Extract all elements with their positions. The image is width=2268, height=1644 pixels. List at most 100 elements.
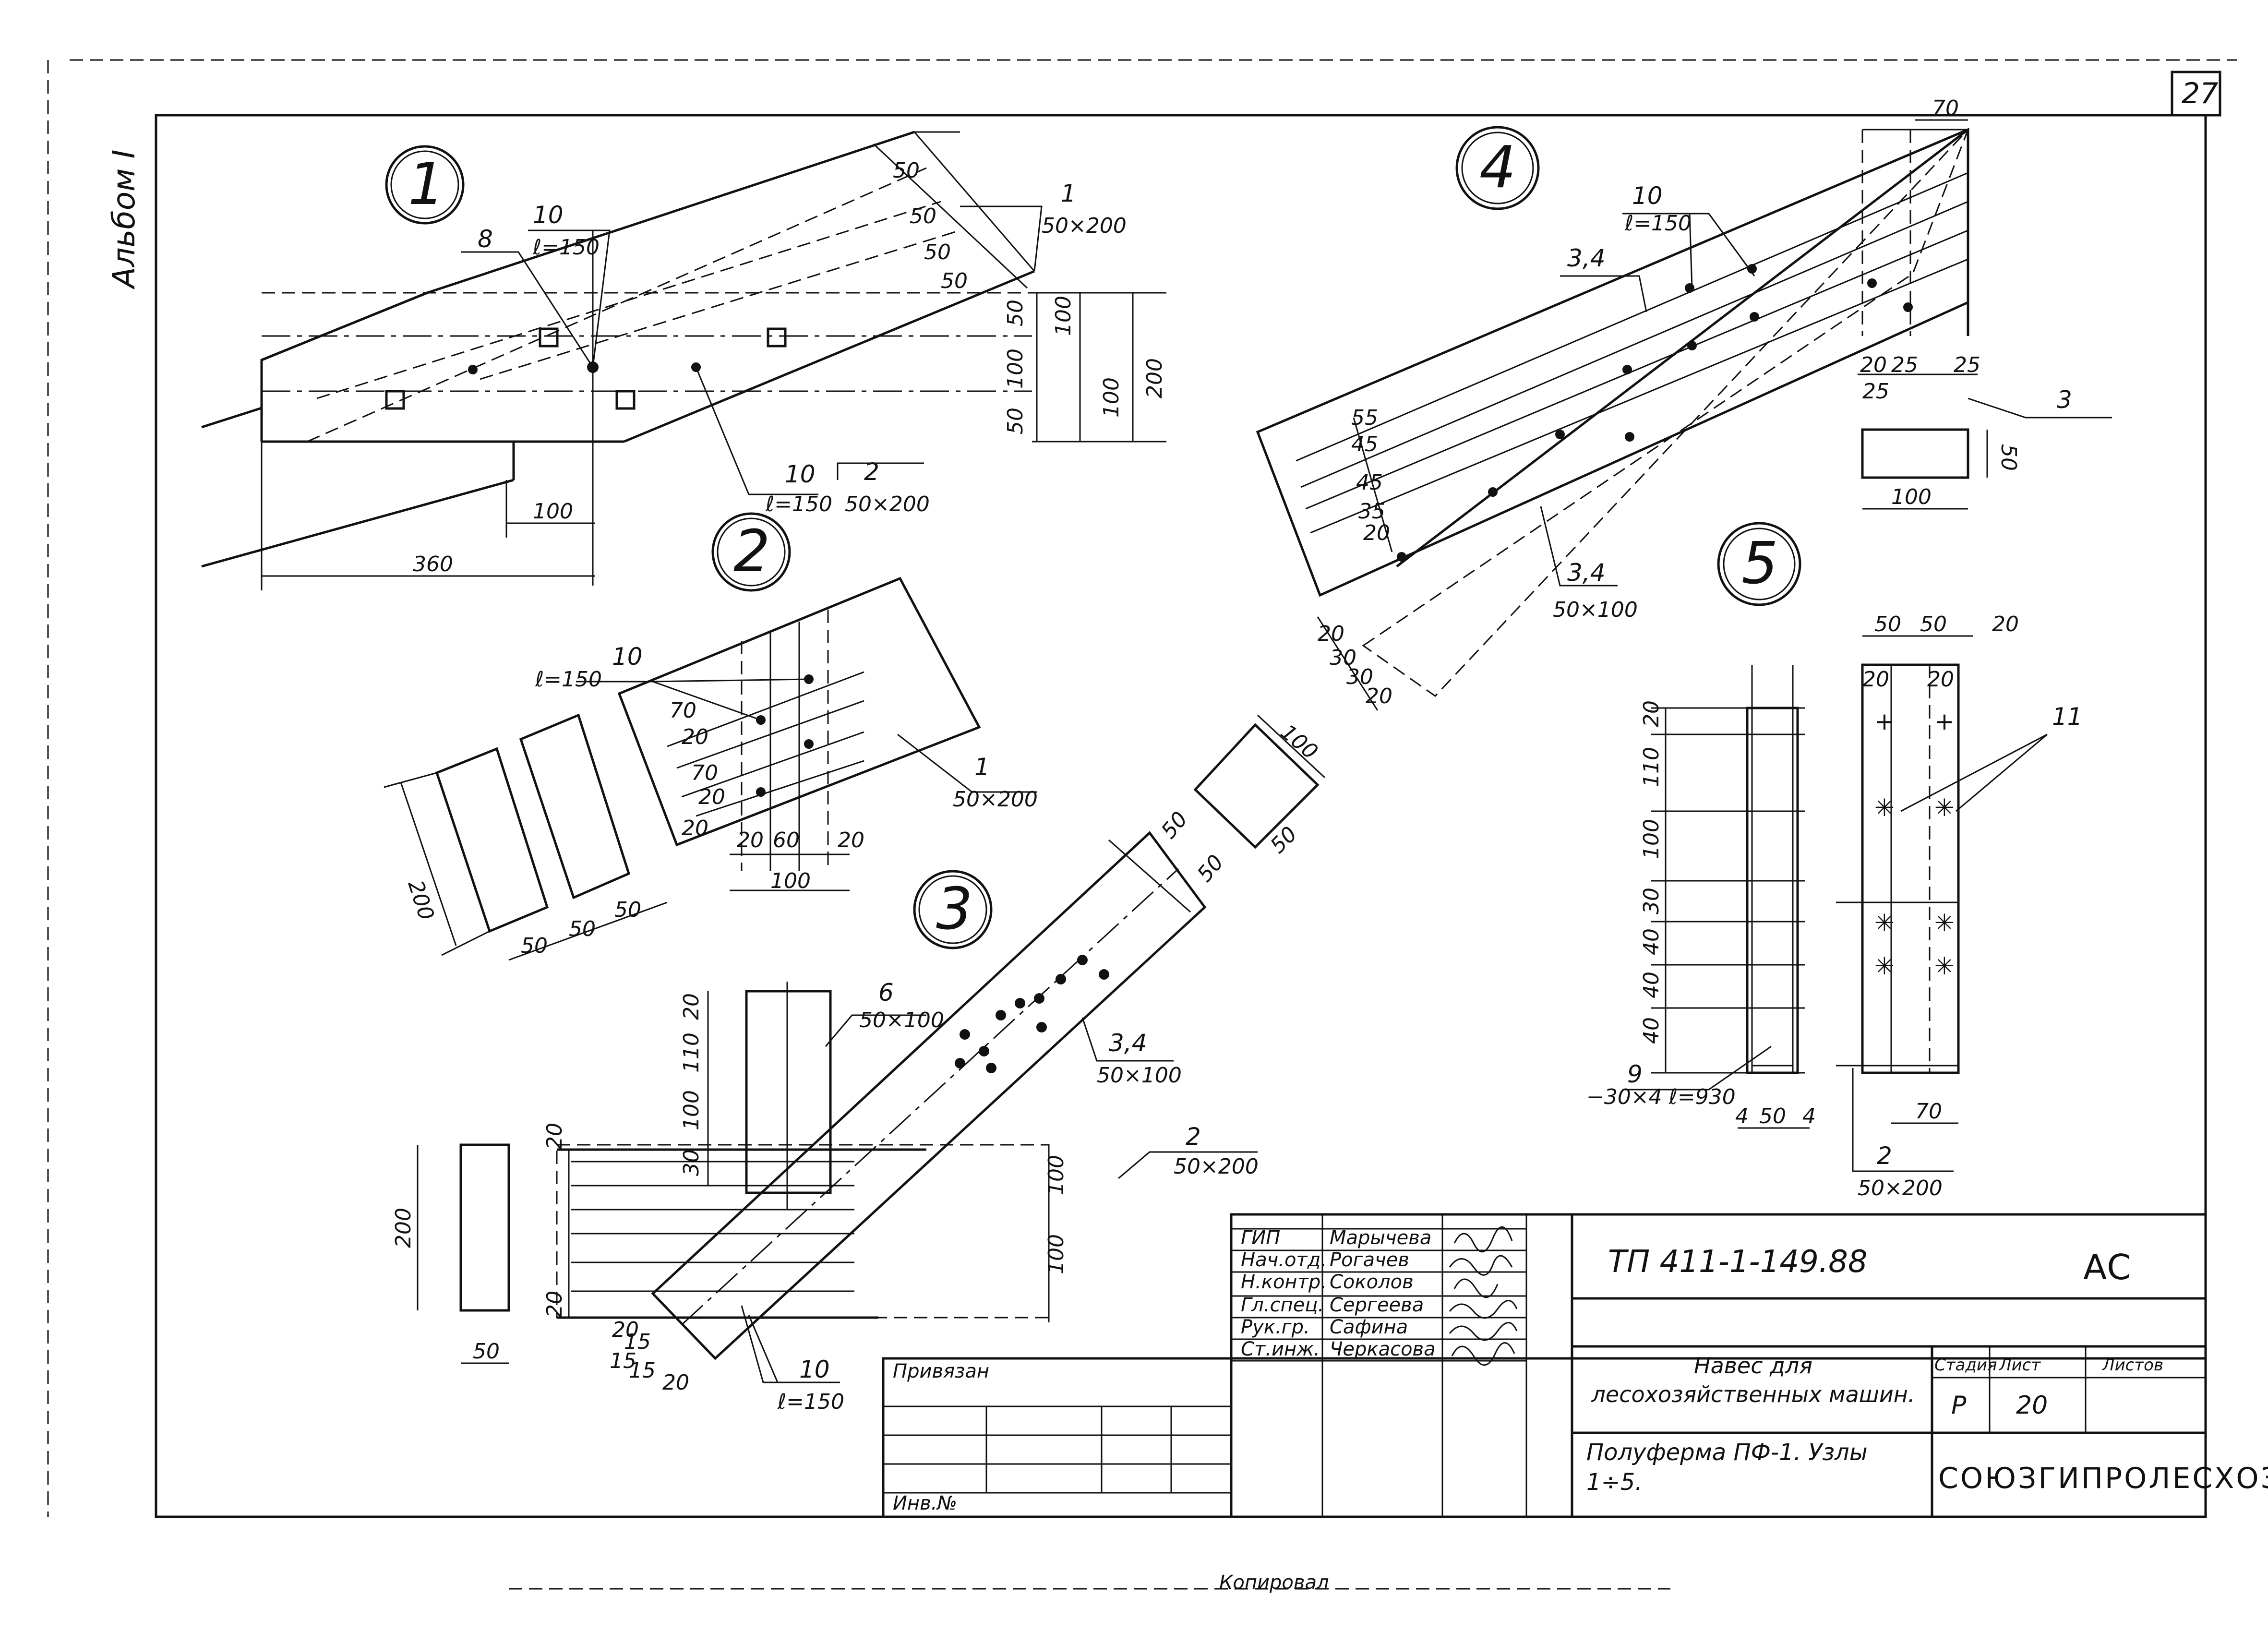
node-5-dim-v40b: 40 (1639, 972, 1664, 998)
node-1-dim-a: 50 (893, 158, 920, 183)
node-3-dim-v100: 100 (679, 1090, 704, 1130)
node-3-bolt-pos: 10 (799, 1356, 830, 1383)
tb-sheet-title-box: Полуферма ПФ-1. Узлы 1÷5. (1586, 1439, 1868, 1496)
node-5-pos2: 2 (1877, 1142, 1892, 1170)
node-5: 5 20 110 100 30 40 40 40 4 50 4 9 −30×4 … (1586, 522, 2083, 1200)
node-3-dim-h20: 20 (542, 1123, 567, 1150)
node-5-dim-b50: 50 (1759, 1104, 1786, 1128)
node-4-dim-f: 20 (1318, 622, 1344, 646)
tb-col-sheets: Листов (2101, 1356, 2163, 1375)
node-4-dim-c: 45 (1356, 470, 1383, 495)
node-3-dim-v20: 20 (679, 993, 704, 1020)
tb-role-4: Гл.спец. (1241, 1294, 1324, 1316)
node-4-dim-a: 55 (1351, 406, 1378, 430)
svg-text:+: + (1934, 708, 1955, 735)
node-2-dim-i: 100 (770, 869, 811, 893)
sheet-number-box (2171, 71, 2221, 117)
node-5-dim-s20a: 20 (1862, 667, 1889, 692)
node-3-left-section (459, 1143, 510, 1312)
node-4-pos3: 3 (2057, 386, 2072, 414)
tb-role-6: Ст.инж. (1241, 1338, 1320, 1360)
node-5-dim-b4b: 4 (1802, 1104, 1816, 1128)
node-2-beam-section: 50×200 (953, 787, 1038, 812)
node-5-number: 5 (1741, 530, 1778, 597)
tb-role-1: ГИП (1241, 1227, 1280, 1249)
node-3-bolt-len: ℓ=150 (777, 1390, 844, 1414)
node-2-dim-d: 20 (698, 785, 725, 809)
tb-name-1: Марычева (1330, 1227, 1431, 1249)
tb-role-5: Рук.гр. (1241, 1316, 1310, 1338)
tb-col-stage: Стадия (1934, 1356, 1997, 1375)
tb-name-5: Сафина (1330, 1316, 1408, 1338)
node-1: 1 10 ℓ=150 8 (201, 131, 1167, 590)
tb-sheet-no: 20 (2016, 1391, 2048, 1420)
tb-project-title: Навес для лесохозяйственных машин. (1591, 1353, 1915, 1407)
node-3-dim-v30: 30 (679, 1149, 704, 1176)
node-3-dim-h20b: 20 (542, 1291, 567, 1318)
node-3-pos34: 3,4 (1109, 1029, 1147, 1057)
node-5-dim-v100: 100 (1639, 819, 1664, 859)
node-5-left-post (1746, 707, 1799, 1074)
node-4-dim-top: 70 (1932, 96, 1959, 120)
tb-organization: СОЮЗГИПРОЛЕСХОЗ (1938, 1462, 2268, 1495)
node-3-dim-d15c: 15 (629, 1358, 656, 1383)
tb-name-2: Рогачев (1330, 1249, 1409, 1271)
node-2-sec-h: 200 (403, 877, 439, 924)
node-5-dim-v40c: 40 (1639, 1017, 1664, 1044)
node-1-dim-e: 50 (1003, 300, 1028, 326)
node-2-dim-g: 60 (773, 828, 800, 852)
node-5-dim-t20: 20 (1992, 612, 2019, 636)
node-3-dim-d15a: 15 (624, 1330, 651, 1354)
node-4-bolt-pos: 10 (1632, 182, 1663, 210)
node-3-dim-b: 50 (1192, 850, 1228, 887)
tb-name-3: Соколов (1330, 1271, 1414, 1293)
node-4-marker (1455, 126, 1540, 210)
tb-signatures (1449, 1226, 1518, 1366)
node-1-bolt-len: ℓ=150 (532, 235, 600, 260)
node-3-pos34-section: 50×100 (1097, 1063, 1182, 1088)
node-4-dim-g: 30 (1330, 646, 1356, 670)
node-5-dim-b70: 70 (1915, 1099, 1942, 1124)
node-2-bolt-len: ℓ=150 (535, 667, 602, 692)
node-3-pos2: 2 (1186, 1123, 1201, 1151)
node-4-dim-h: 30 (1346, 665, 1373, 689)
node-5-pos2-section: 50×200 (1858, 1176, 1943, 1200)
node-3-sec-b: 50 (1266, 822, 1302, 858)
node-2-dim-e: 20 (682, 816, 708, 840)
node-1-beam1-pos: 1 (1061, 180, 1076, 207)
node-2-section-a (435, 747, 549, 933)
node-1-dim-j: 200 (1142, 358, 1167, 398)
svg-text:✳: ✳ (1934, 909, 1955, 937)
node-4-pos34a: 3,4 (1567, 244, 1606, 272)
node-1-bolt2-pos: 10 (785, 460, 816, 488)
node-5-plate-section (1751, 921, 1794, 1067)
node-5-dim-s20b: 20 (1927, 667, 1954, 692)
footer-copied: Копировал (1219, 1572, 1329, 1594)
node-1-beam1-section: 50×200 (1042, 214, 1127, 238)
node-2-beam-pos: 1 (974, 753, 990, 781)
album-label: Альбом I (107, 149, 142, 290)
node-5-dim-t50b: 50 (1920, 612, 1947, 636)
node-5-pos9-spec: −30×4 ℓ=930 (1586, 1085, 1736, 1109)
node-4-dim-d: 35 (1358, 499, 1385, 524)
node-3-sec200: 200 (391, 1208, 416, 1248)
tb-role-3: Н.контр. (1241, 1271, 1327, 1293)
node-4-dim-b: 45 (1351, 432, 1378, 456)
node-1-pos8: 8 (478, 225, 493, 253)
node-1-dim-b: 50 (910, 204, 936, 228)
tb-name-6: Черкасова (1330, 1338, 1436, 1360)
node-2-section-b (519, 713, 631, 900)
node-3: 3 100 100 6 50×100 3,4 50×100 2 (391, 714, 1326, 1414)
node-1-marker (385, 145, 465, 225)
tb-inv-no: Инв.№ (893, 1492, 957, 1514)
node-2: 2 10 ℓ=150 1 50×200 70 20 70 20 20 20 60… (384, 512, 1038, 961)
svg-text:✳: ✳ (1934, 952, 1955, 980)
node-1-bolt2-len: ℓ=150 (765, 492, 832, 516)
svg-text:+: + (1874, 708, 1895, 735)
node-3-dim-h100a: 100 (1044, 1155, 1068, 1195)
tb-doc-mark: АС (2083, 1247, 2131, 1287)
node-1-dim-f: 100 (1003, 348, 1028, 389)
node-2-chord (617, 576, 981, 847)
svg-text:✳: ✳ (1874, 794, 1895, 822)
